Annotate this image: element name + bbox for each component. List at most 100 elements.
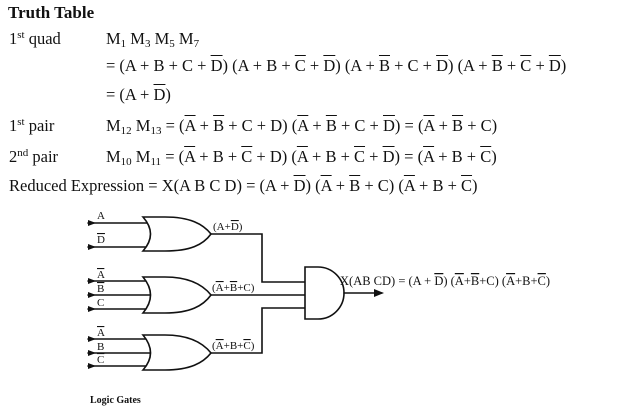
- expression-text: + D) (: [252, 147, 297, 166]
- complement-variable: B: [213, 116, 225, 135]
- complement-variable: C: [243, 340, 250, 352]
- or-gate-2: [141, 276, 213, 314]
- section-title: Truth Table: [8, 3, 95, 22]
- expression-text: = (A + B + C +: [106, 56, 211, 75]
- expression-text: ) = (: [394, 147, 424, 166]
- arrow-icon: [88, 306, 96, 312]
- minterm-sub: 7: [193, 38, 200, 50]
- complement-variable: D: [293, 176, 306, 195]
- expression-text: ) (A + B +: [222, 56, 295, 75]
- expression-text: ): [472, 176, 478, 195]
- pair1-label-sup: st: [17, 116, 25, 128]
- pair2-expression: M10 M11 = (A + B + C + D) (A + B + C + D…: [106, 147, 497, 168]
- pair2-label: 2nd pair: [9, 147, 58, 167]
- or3-input-labels: A B C: [97, 327, 107, 366]
- complement-variable: C: [241, 147, 253, 166]
- input-b-label: B: [97, 341, 104, 353]
- expression-text: +: [331, 176, 350, 195]
- complement-variable: D: [210, 56, 223, 75]
- complement-variable: D: [323, 56, 336, 75]
- complement-variable: C: [538, 274, 546, 288]
- expression-text: ) (A +: [448, 56, 492, 75]
- expression-text: +: [502, 56, 521, 75]
- input-d-bar-label: D: [97, 234, 105, 246]
- reduced-expression: Reduced Expression = X(A B C D) = (A + D…: [9, 176, 478, 196]
- expression-text: + B +: [195, 147, 242, 166]
- or2-input-labels: A B C: [97, 269, 107, 309]
- complement-variable: D: [231, 221, 239, 233]
- complement-variable: D: [153, 85, 166, 104]
- expression-text: +: [365, 147, 383, 166]
- complement-variable: C: [480, 147, 492, 166]
- expression-text: M: [106, 116, 121, 135]
- expression-text: + C +: [389, 56, 437, 75]
- arrow-icon: [88, 336, 96, 342]
- complement-variable: A: [403, 176, 415, 195]
- expression-text: + C) (: [360, 176, 404, 195]
- minterm-sub: 3: [144, 38, 151, 50]
- complement-variable: B: [471, 274, 479, 288]
- expression-text: ): [165, 85, 171, 104]
- pair2-label-num: 2: [9, 147, 18, 166]
- expression-text: Reduced Expression = X(A B C D) = (A +: [9, 176, 294, 195]
- pair1-expression: M12 M13 = (A + B + C + D) (A + B + C + D…: [106, 116, 498, 137]
- complement-variable: A: [296, 147, 308, 166]
- expression-text: + C + D) (: [224, 116, 298, 135]
- expression-text: +: [308, 116, 326, 135]
- expression-text: = (: [161, 116, 185, 135]
- or1-output-label: (A+D): [213, 221, 243, 233]
- complement-variable: C: [354, 147, 366, 166]
- subscript: 11: [150, 156, 162, 168]
- label-text: ): [251, 340, 255, 352]
- output-arrow-icon: [374, 289, 384, 297]
- quad-label: 1st quad: [9, 29, 61, 49]
- or1-output-wire: [210, 233, 306, 283]
- label-text: +B+: [515, 274, 537, 288]
- and-output-label: X(AB CD) = (A + D) (A+B+C) (A+B+C): [340, 274, 550, 288]
- expression-text: ) (: [305, 176, 321, 195]
- complement-variable: D: [436, 56, 449, 75]
- arrow-icon: [88, 220, 96, 226]
- or1-input-labels: A D: [97, 210, 107, 246]
- expression-text: ) (A +: [335, 56, 379, 75]
- complement-variable: C: [461, 176, 473, 195]
- quad-label-rest: quad: [24, 29, 61, 48]
- quad-expansion: = (A + B + C + D) (A + B + C + D) (A + B…: [106, 56, 566, 76]
- arrow-icon: [88, 350, 96, 356]
- complement-variable: A: [506, 274, 515, 288]
- complement-variable: B: [325, 116, 337, 135]
- minterm-m: M: [106, 29, 121, 48]
- pair1-label-num: 1: [9, 116, 18, 135]
- label-text: X(AB CD) = (A +: [340, 274, 434, 288]
- complement-variable: B: [452, 116, 464, 135]
- label-text: +C) (: [479, 274, 506, 288]
- label-text: ) (: [443, 274, 454, 288]
- expression-text: M: [106, 147, 121, 166]
- label-text: (: [212, 340, 216, 352]
- arrow-icon: [88, 244, 96, 250]
- quad-label-sup: st: [17, 29, 25, 41]
- label-text: +: [464, 274, 471, 288]
- expression-text: +: [531, 56, 549, 75]
- pair2-label-sup: nd: [17, 147, 29, 159]
- minterm-m: M: [150, 29, 170, 48]
- pair1-label: 1st pair: [9, 116, 54, 136]
- input-c-label: C: [97, 297, 104, 309]
- complement-variable: B: [491, 56, 503, 75]
- complement-variable: D: [548, 56, 561, 75]
- expression-text: +: [195, 116, 214, 135]
- complement-variable: A: [320, 176, 332, 195]
- complement-variable: A: [455, 274, 464, 288]
- arrow-icon: [88, 278, 96, 284]
- label-text: (: [212, 282, 216, 294]
- expression-text: = (: [161, 147, 185, 166]
- complement-variable: A: [423, 116, 435, 135]
- complement-variable: C: [294, 56, 306, 75]
- expression-text: + C): [463, 116, 498, 135]
- label-text: +B+: [224, 340, 244, 352]
- quad-minterms: M1 M3 M5 M7: [106, 29, 200, 50]
- label-text: ): [239, 221, 243, 233]
- expression-text: ): [491, 147, 497, 166]
- minterm-sub: 1: [120, 38, 127, 50]
